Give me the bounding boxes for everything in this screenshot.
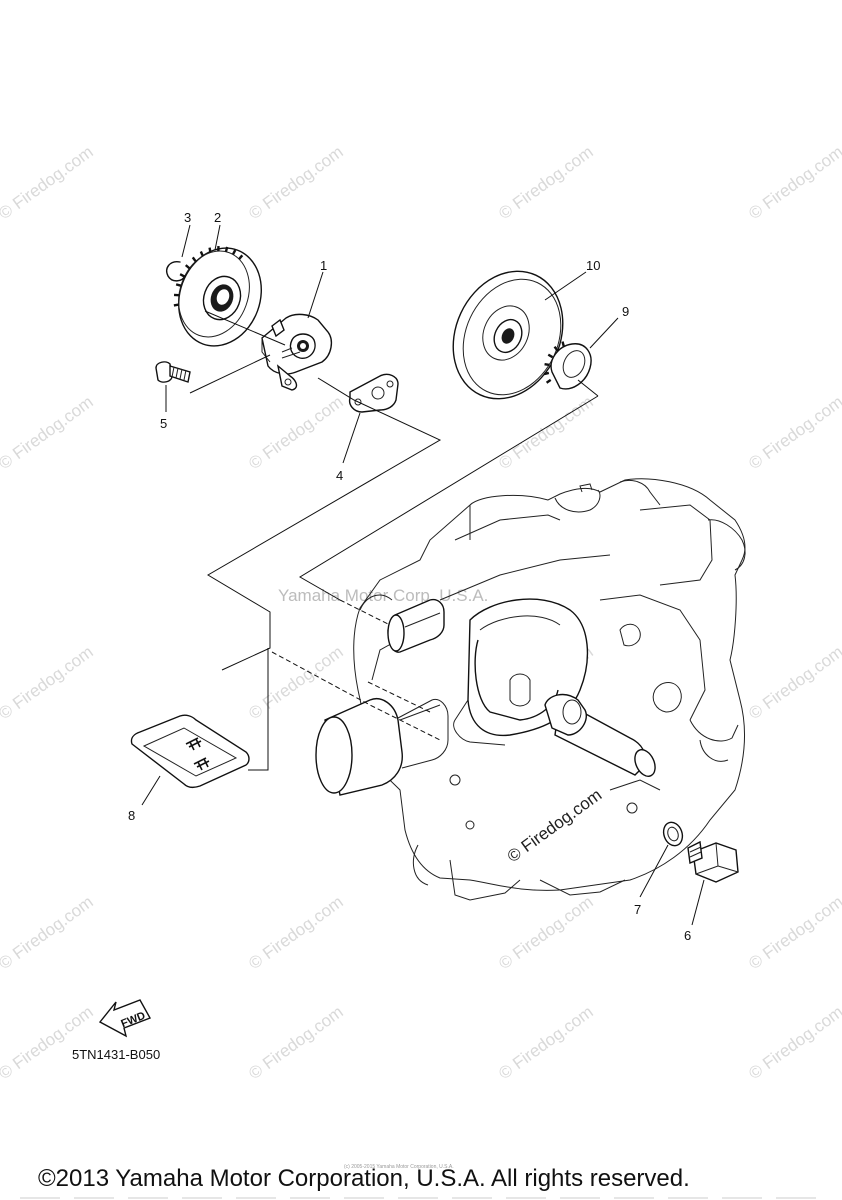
gear-tooth [191, 256, 197, 263]
crankshaft [387, 598, 656, 777]
gear-tooth [545, 378, 552, 384]
gear-tooth [543, 371, 550, 376]
callout-8: 8 [128, 808, 135, 823]
callout-6: 6 [684, 928, 691, 943]
watermark-text: © Firedog.com [245, 642, 347, 723]
callout-7: 7 [634, 902, 641, 917]
callout-leaders [141, 224, 705, 926]
watermark-text: © Firedog.com [495, 1002, 597, 1083]
part-2-drive-gear [173, 246, 262, 347]
watermark-text: © Firedog.com [745, 392, 842, 473]
crankcase-outline [353, 478, 746, 901]
part-5-bolt [155, 361, 191, 383]
firedog-mark: © Firedog.com [504, 785, 606, 866]
watermark-text: © Firedog.com [245, 392, 347, 473]
footer-copyright: ©2013 Yamaha Motor Corporation, U.S.A. A… [38, 1165, 690, 1192]
watermark-text: © Firedog.com [0, 392, 97, 473]
part-4-gasket [348, 373, 399, 413]
gear-tooth [231, 249, 237, 256]
callout-4: 4 [336, 468, 343, 483]
assembly-guide-lines [189, 310, 599, 771]
callout-10: 10 [586, 258, 600, 273]
diagram-code: 5TN1431-B050 [72, 1047, 160, 1062]
watermark-text: © Firedog.com [0, 892, 97, 973]
gear-tooth [547, 353, 554, 359]
svg-text:© Firedog.com: © Firedog.com [504, 785, 606, 866]
oil-filter [315, 698, 449, 796]
watermark-text: © Firedog.com [0, 142, 97, 223]
part-3-circlip [166, 261, 186, 282]
part-6-drain-plug [687, 840, 739, 883]
gear-tooth [173, 303, 180, 307]
gear-tooth [553, 345, 559, 352]
watermark-text: © Firedog.com [0, 642, 97, 723]
fwd-arrow: FWD [98, 999, 152, 1038]
gear-tooth [179, 273, 186, 278]
callout-5: 5 [160, 416, 167, 431]
part-1-oil-pump [261, 313, 333, 391]
watermark-text: © Firedog.com [745, 142, 842, 223]
gear-tooth [544, 363, 550, 367]
watermark-text: © Firedog.com [495, 142, 597, 223]
part-7-gasket-washer [662, 821, 684, 847]
tiny-copyright: (c) 2005-2015 Yamaha Motor Corporation, … [344, 1164, 454, 1170]
gear-tooth [208, 247, 212, 253]
callout-3: 3 [184, 210, 191, 225]
watermark-text: © Firedog.com [495, 392, 597, 473]
watermark-text: © Firedog.com [745, 892, 842, 973]
gear-tooth [199, 250, 204, 257]
gear-tooth [224, 246, 229, 253]
watermark-text: © Firedog.com [745, 1002, 842, 1083]
callout-1: 1 [320, 258, 327, 273]
gear-tooth [175, 283, 182, 287]
watermark-text: © Firedog.com [495, 892, 597, 973]
callout-2: 2 [214, 210, 221, 225]
callout-numbers: 3 2 1 10 9 5 4 8 7 6 [128, 210, 691, 943]
part-8-strainer [130, 714, 250, 789]
watermark-text: © Firedog.com [245, 892, 347, 973]
gear-tooth [184, 264, 191, 270]
watermark-text: © Firedog.com [245, 1002, 347, 1083]
watermark-text: © Firedog.com [0, 1002, 97, 1083]
part-10-rotor [452, 270, 564, 400]
watermark-text: © Firedog.com [745, 642, 842, 723]
part-9-small-gear [543, 341, 592, 390]
callout-9: 9 [622, 304, 629, 319]
gear-tooth [238, 254, 244, 260]
watermark-text: © Firedog.com [245, 142, 347, 223]
gear-tooth [561, 341, 565, 347]
